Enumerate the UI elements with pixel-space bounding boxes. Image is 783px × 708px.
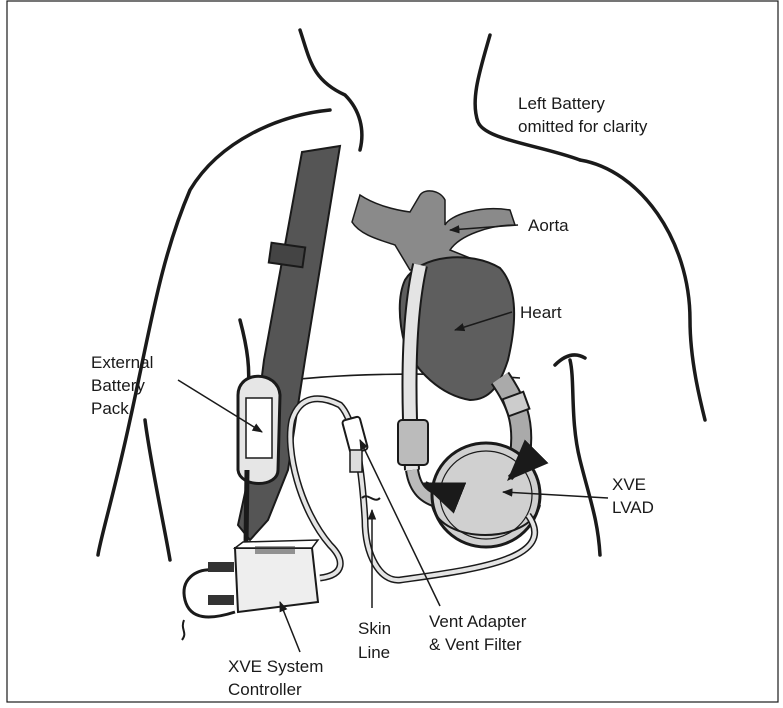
left-battery-label-1: Left Battery — [518, 94, 605, 113]
vent-adapter — [342, 416, 368, 472]
xve-lvad-label-2: LVAD — [612, 498, 654, 517]
strap-buckle — [269, 243, 305, 268]
torso-right — [570, 360, 600, 555]
aorta-label: Aorta — [528, 216, 569, 235]
heart-label: Heart — [520, 303, 562, 322]
left-battery-label-2: omitted for clarity — [518, 117, 648, 136]
torso-left-lower — [145, 420, 170, 560]
lvad-pump — [425, 443, 540, 547]
xve-lvad-label-1: XVE — [612, 475, 646, 494]
shoulder-right — [580, 160, 705, 420]
external-battery-label-3: Pack — [91, 399, 129, 418]
external-battery-label-1: External — [91, 353, 153, 372]
external-battery-label-2: Battery — [91, 376, 145, 395]
labels: Left Battery omitted for clarity Aorta H… — [91, 94, 654, 699]
skin-line-label-2: Line — [358, 643, 390, 662]
system-controller — [182, 540, 318, 640]
skin-line-label-1: Skin — [358, 619, 391, 638]
controller-leader — [280, 602, 300, 652]
vent-label-2: & Vent Filter — [429, 635, 522, 654]
neck-left — [300, 30, 362, 150]
controller-label-1: XVE System — [228, 657, 323, 676]
controller-label-2: Controller — [228, 680, 302, 699]
inflow-cannula — [500, 378, 529, 455]
diagram-frame — [7, 1, 778, 702]
vent-label-1: Vent Adapter — [429, 612, 527, 631]
